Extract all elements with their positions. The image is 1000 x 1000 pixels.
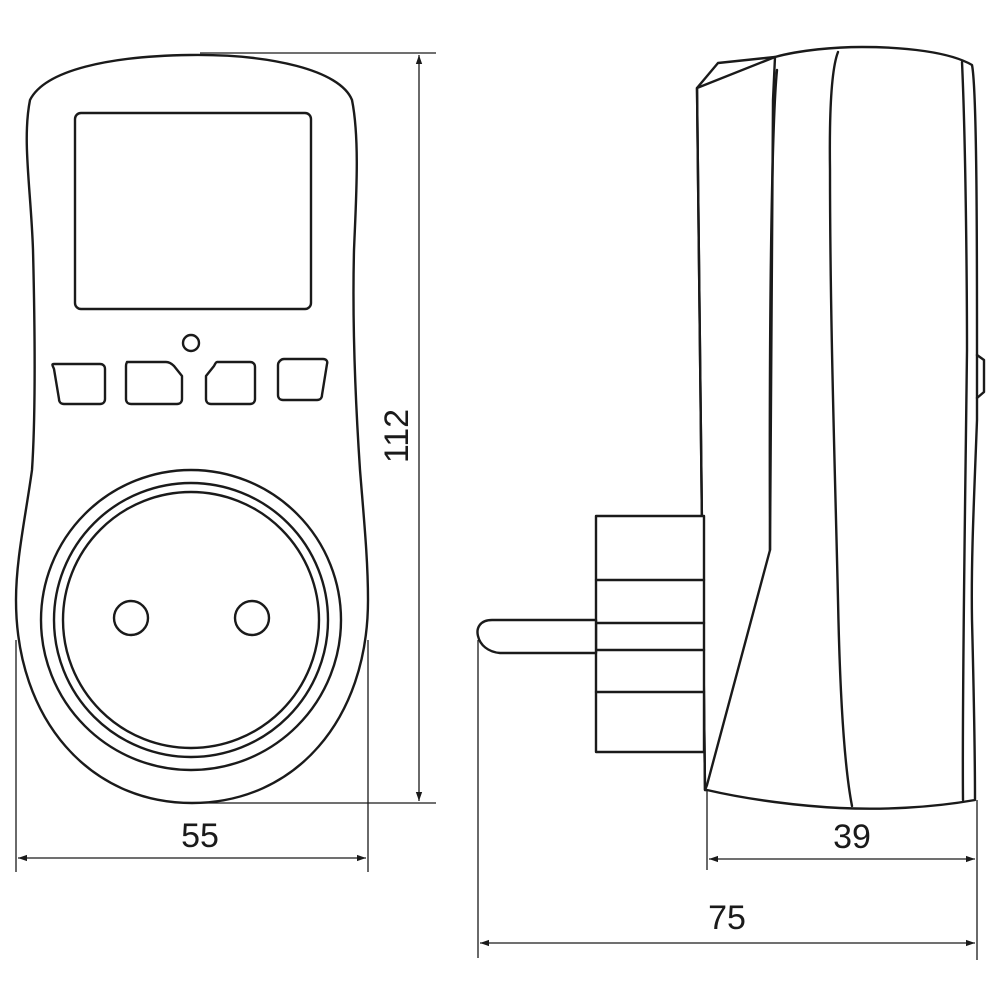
dimension-front-height: 112: [200, 52, 436, 804]
dimension-label-112: 112: [378, 409, 416, 463]
socket-pin-hole-left: [112, 599, 150, 637]
display-screen: [73, 111, 313, 311]
socket-face: [61, 490, 321, 750]
front-housing-outline: [14, 53, 370, 805]
dimension-side-body-depth: 39: [706, 790, 978, 960]
plug-pin: [476, 618, 598, 655]
dimension-side-total-depth: 75: [477, 640, 975, 958]
dimension-label-55: 55: [181, 817, 219, 855]
side-view: [476, 45, 986, 810]
socket-inner-ring: [52, 481, 330, 759]
dimension-label-75: 75: [708, 899, 746, 937]
side-inner-rear-line: [768, 68, 779, 552]
dimension-label-39: 39: [833, 818, 871, 856]
side-front-cover-seam: [828, 50, 854, 808]
side-face-line: [960, 60, 969, 802]
dimension-front-width: 55: [15, 640, 369, 872]
indicator-led: [181, 333, 201, 353]
side-housing-outline: [695, 45, 979, 810]
socket-pin-hole-right: [233, 599, 271, 637]
button-1: [51, 362, 107, 406]
button-2: [124, 360, 184, 406]
side-rear-plate: [695, 55, 777, 792]
button-4: [276, 357, 329, 402]
plug-base: [594, 514, 706, 754]
side-button-nub: [975, 353, 986, 400]
button-3: [204, 360, 257, 406]
socket-outer-ring: [39, 468, 343, 772]
front-view: [14, 53, 370, 805]
